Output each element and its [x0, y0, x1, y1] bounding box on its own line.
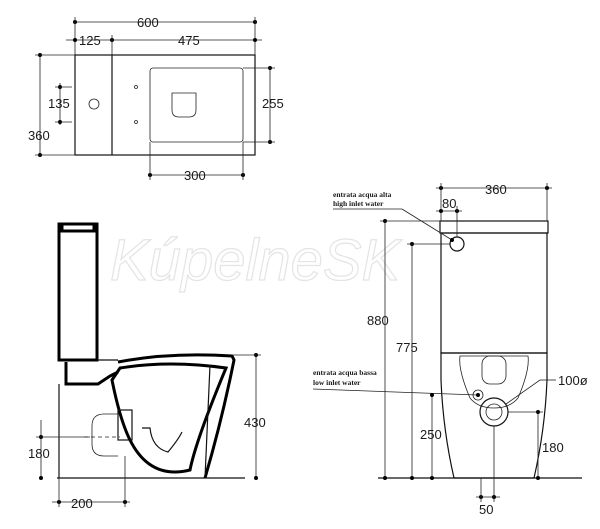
bowl-outer: [117, 353, 236, 479]
side-view: 430 180 200: [28, 222, 266, 511]
front-view: 360 80 entrata acqua alta high inlet wat…: [312, 182, 588, 517]
tank-lid: [439, 220, 549, 234]
dim-side-outlet-height: 180: [28, 446, 50, 461]
dim-tank-depth: 125: [79, 33, 101, 48]
tank-flush-hole: [88, 98, 100, 110]
dim-overall-width: 600: [137, 15, 159, 30]
leader-line: [312, 388, 479, 396]
trap-channel: [142, 427, 183, 453]
dim-overall-depth: 360: [28, 128, 50, 143]
tank-connector: [64, 362, 119, 386]
dim-tank-width: 360: [485, 182, 507, 197]
dim-low-inlet-height: 250: [420, 427, 442, 442]
dim-total-height: 880: [367, 313, 389, 328]
low-inlet-label-en: low inlet water: [313, 378, 361, 387]
outlet-inner: [485, 403, 503, 421]
dim-outlet-width: 50: [479, 502, 493, 517]
outlet-bend: [91, 413, 118, 457]
seat-fixing-hole: [134, 120, 138, 124]
seat-fixing-hole: [134, 85, 138, 89]
dim-outlet-diameter: 100ø: [558, 373, 588, 388]
dim-high-inlet-height: 775: [396, 340, 418, 355]
dim-seat-height: 430: [244, 415, 266, 430]
high-inlet-label-en: high inlet water: [333, 199, 384, 208]
low-inlet-label-it: entrata acqua bassa: [313, 368, 377, 377]
seat-hinge: [481, 355, 507, 385]
high-inlet-label-it: entrata acqua alta: [333, 190, 392, 199]
bowl-outline: [149, 67, 244, 143]
bowl-drain: [171, 92, 197, 118]
dim-bowl-length: 475: [178, 33, 200, 48]
outlet-pipe: [117, 409, 133, 441]
dim-front-outlet-height: 180: [542, 440, 564, 455]
leader-line: [505, 379, 541, 405]
top-view: 600 125 475 360 135 255 300: [28, 15, 284, 183]
dim-front-inlet-offset: 80: [442, 196, 456, 211]
watermark: KúpelneSK: [110, 228, 403, 293]
bowl-front-cutout: [459, 355, 529, 409]
dim-outlet-distance: 200: [71, 496, 93, 511]
top-view-outline: [74, 54, 256, 156]
outlet-ring: [479, 397, 509, 427]
tank-lid: [60, 224, 96, 233]
bowl-inner: [110, 362, 229, 474]
dim-inlet-offset: 135: [48, 96, 70, 111]
tank-section: [57, 222, 99, 362]
dim-bowl-width: 255: [262, 96, 284, 111]
dim-bowl-opening: 300: [184, 168, 206, 183]
